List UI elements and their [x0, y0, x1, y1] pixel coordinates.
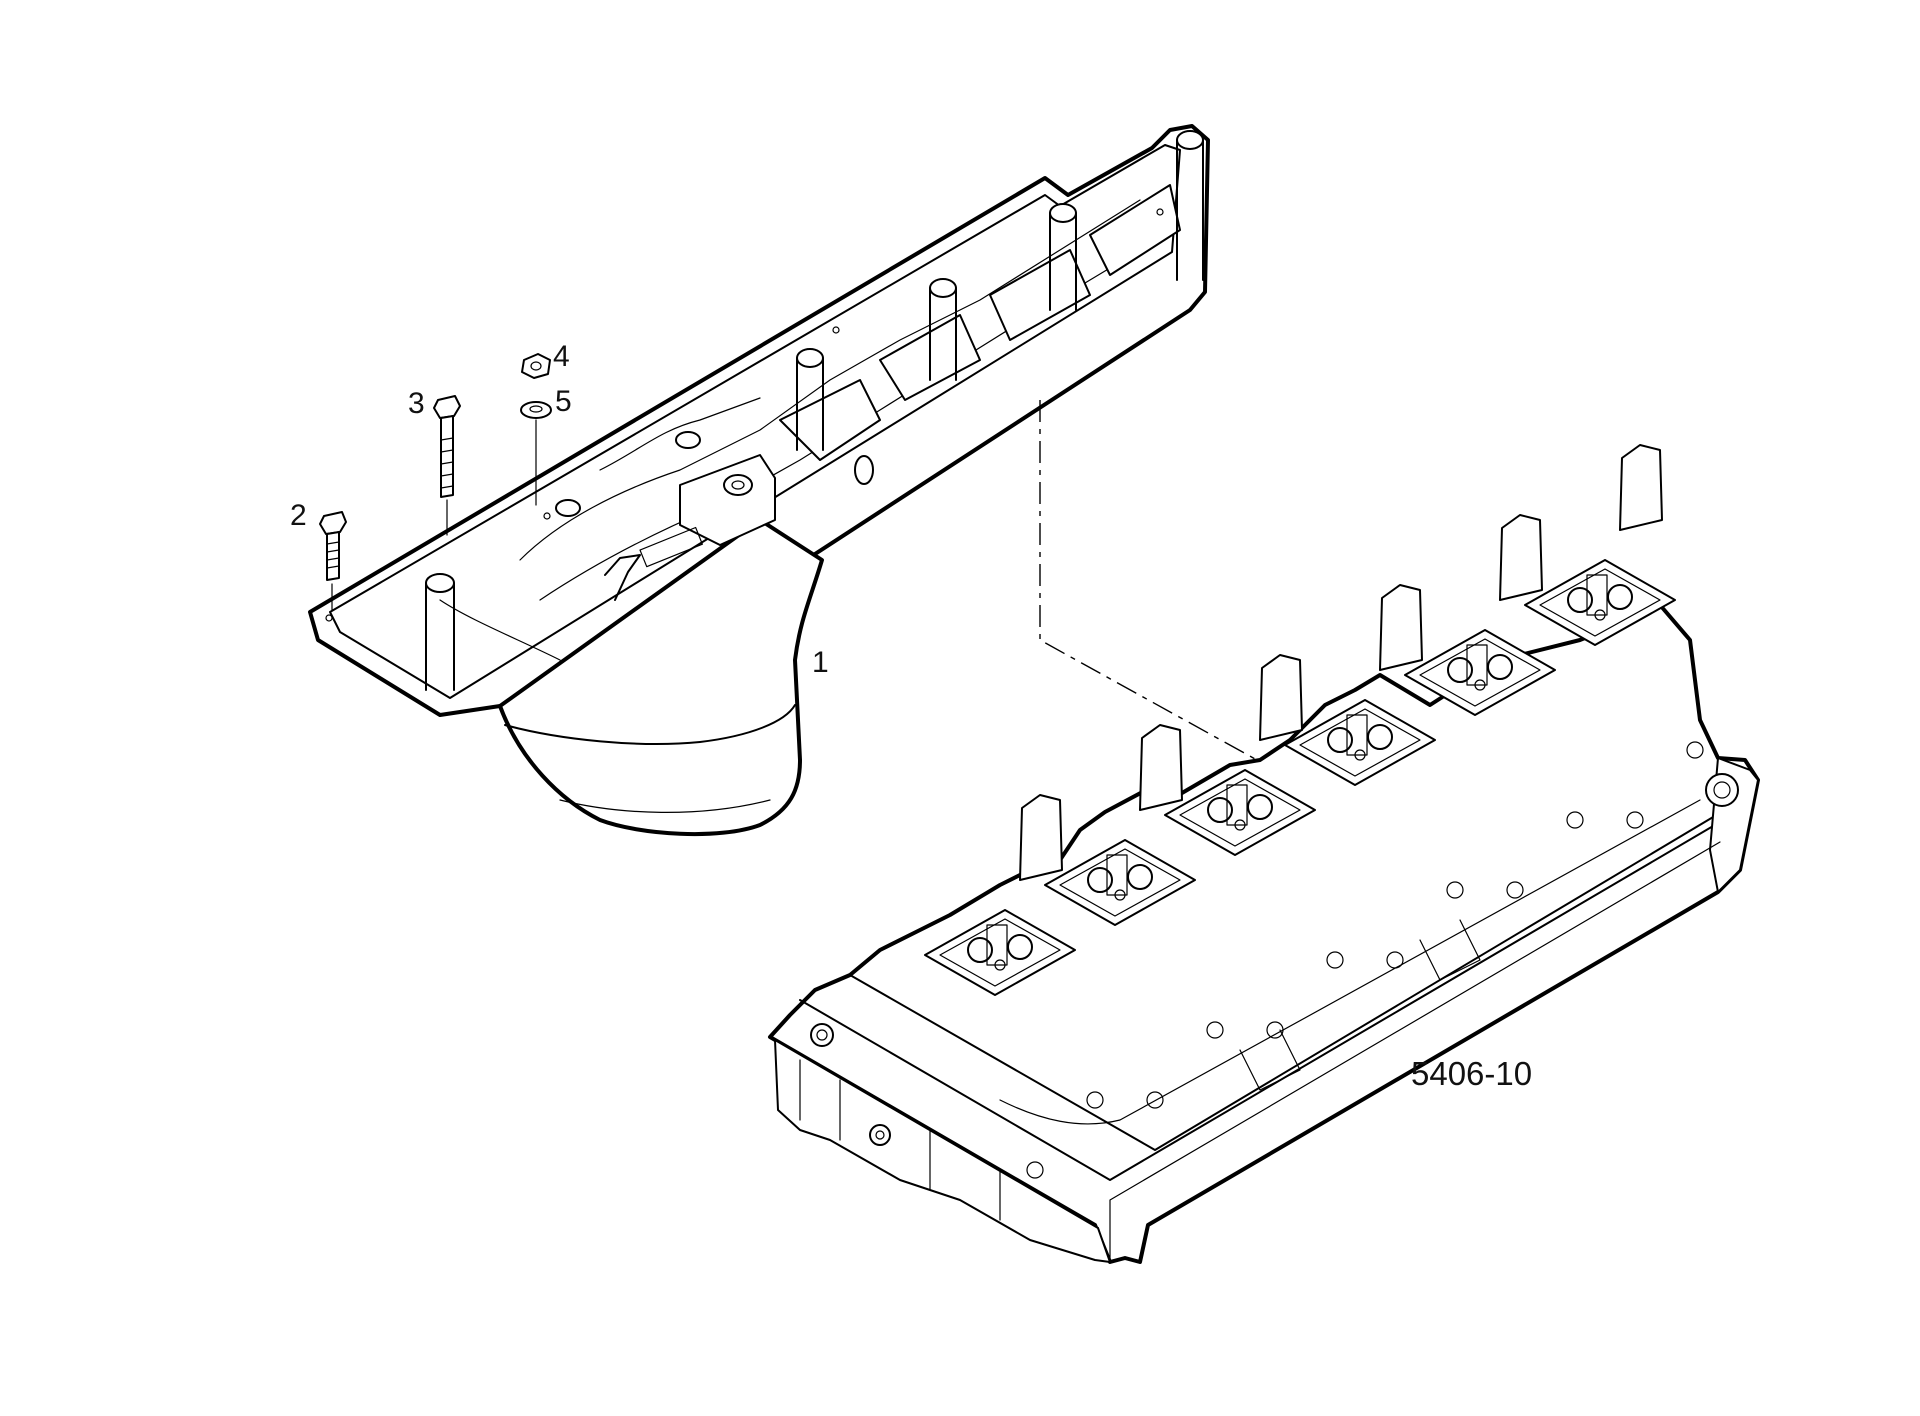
callout-2: 2: [290, 499, 307, 532]
cylinder-head: [768, 444, 1760, 1264]
figure-reference: 5406-10: [1411, 1055, 1532, 1092]
washer: [520, 401, 552, 419]
head-bolt-holes: [1026, 741, 1704, 1179]
cylinder-chambers: [924, 559, 1676, 996]
manifold-boss-posts: [425, 130, 1204, 691]
long-bolt: [433, 395, 461, 498]
manufacturer-logo: [604, 526, 703, 601]
callout-4: 4: [553, 340, 570, 373]
cam-towers: [1019, 444, 1663, 881]
short-bolt: [319, 511, 347, 581]
callout-labels: 1 2 3 4 5 5406-10: [290, 340, 1532, 1092]
callout-5: 5: [555, 385, 572, 418]
callout-1: 1: [812, 646, 829, 679]
nut: [521, 353, 551, 379]
callout-3: 3: [408, 387, 425, 420]
intake-manifold: [308, 124, 1210, 837]
